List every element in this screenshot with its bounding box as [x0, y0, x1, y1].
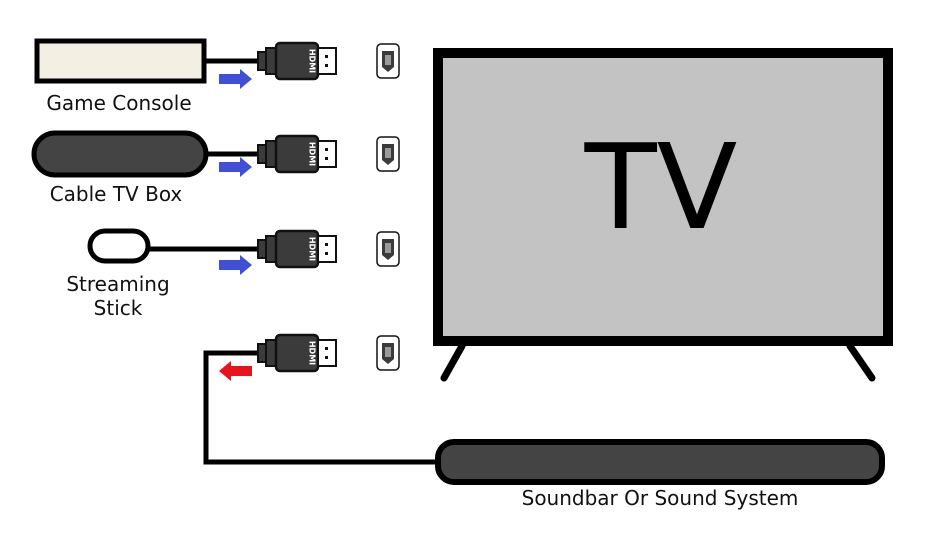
hdmi-plug-text-2: HDMI [308, 142, 317, 166]
cable-tv-box-label: Cable TV Box [49, 182, 183, 206]
streaming-stick-body [87, 228, 151, 264]
hdmi-plug-text-3: HDMI [308, 237, 317, 261]
hdmi-plug-1 [256, 41, 338, 81]
soundbar-body [435, 439, 885, 485]
input-arrow-3 [219, 255, 252, 275]
hdmi-port-4 [376, 335, 400, 371]
game-console-label: Game Console [46, 91, 192, 115]
tv-left-leg [440, 342, 466, 382]
soundbar-cable [203, 350, 438, 465]
input-arrow-1 [219, 69, 252, 89]
hdmi-plug-text-1: HDMI [308, 49, 317, 73]
cable-tv-box-body [31, 130, 209, 178]
hdmi-plug-4 [256, 333, 338, 373]
hdmi-plug-text-4: HDMI [308, 341, 317, 365]
game-console [34, 38, 207, 84]
hdmi-port-3 [376, 231, 400, 267]
hdmi-port-1 [376, 43, 400, 79]
input-arrow-2 [219, 157, 252, 177]
game-console-body [34, 38, 207, 84]
tv-right-leg [846, 342, 876, 382]
tv: TV [433, 48, 893, 382]
hdmi-plug-3 [256, 229, 338, 269]
streaming-stick-label-line1: Streaming [66, 272, 170, 296]
streaming-stick-label-line2: Stick [93, 296, 143, 320]
soundbar [435, 439, 885, 485]
streaming-stick [87, 228, 151, 264]
tv-screen [443, 58, 883, 336]
soundbar-label: Soundbar Or Sound System [521, 486, 799, 510]
tv-label: TV [584, 118, 738, 256]
hdmi-port-2 [376, 136, 400, 172]
cable-tv-box [31, 130, 209, 178]
hdmi-plug-2 [256, 134, 338, 174]
output-arrow [219, 361, 252, 381]
